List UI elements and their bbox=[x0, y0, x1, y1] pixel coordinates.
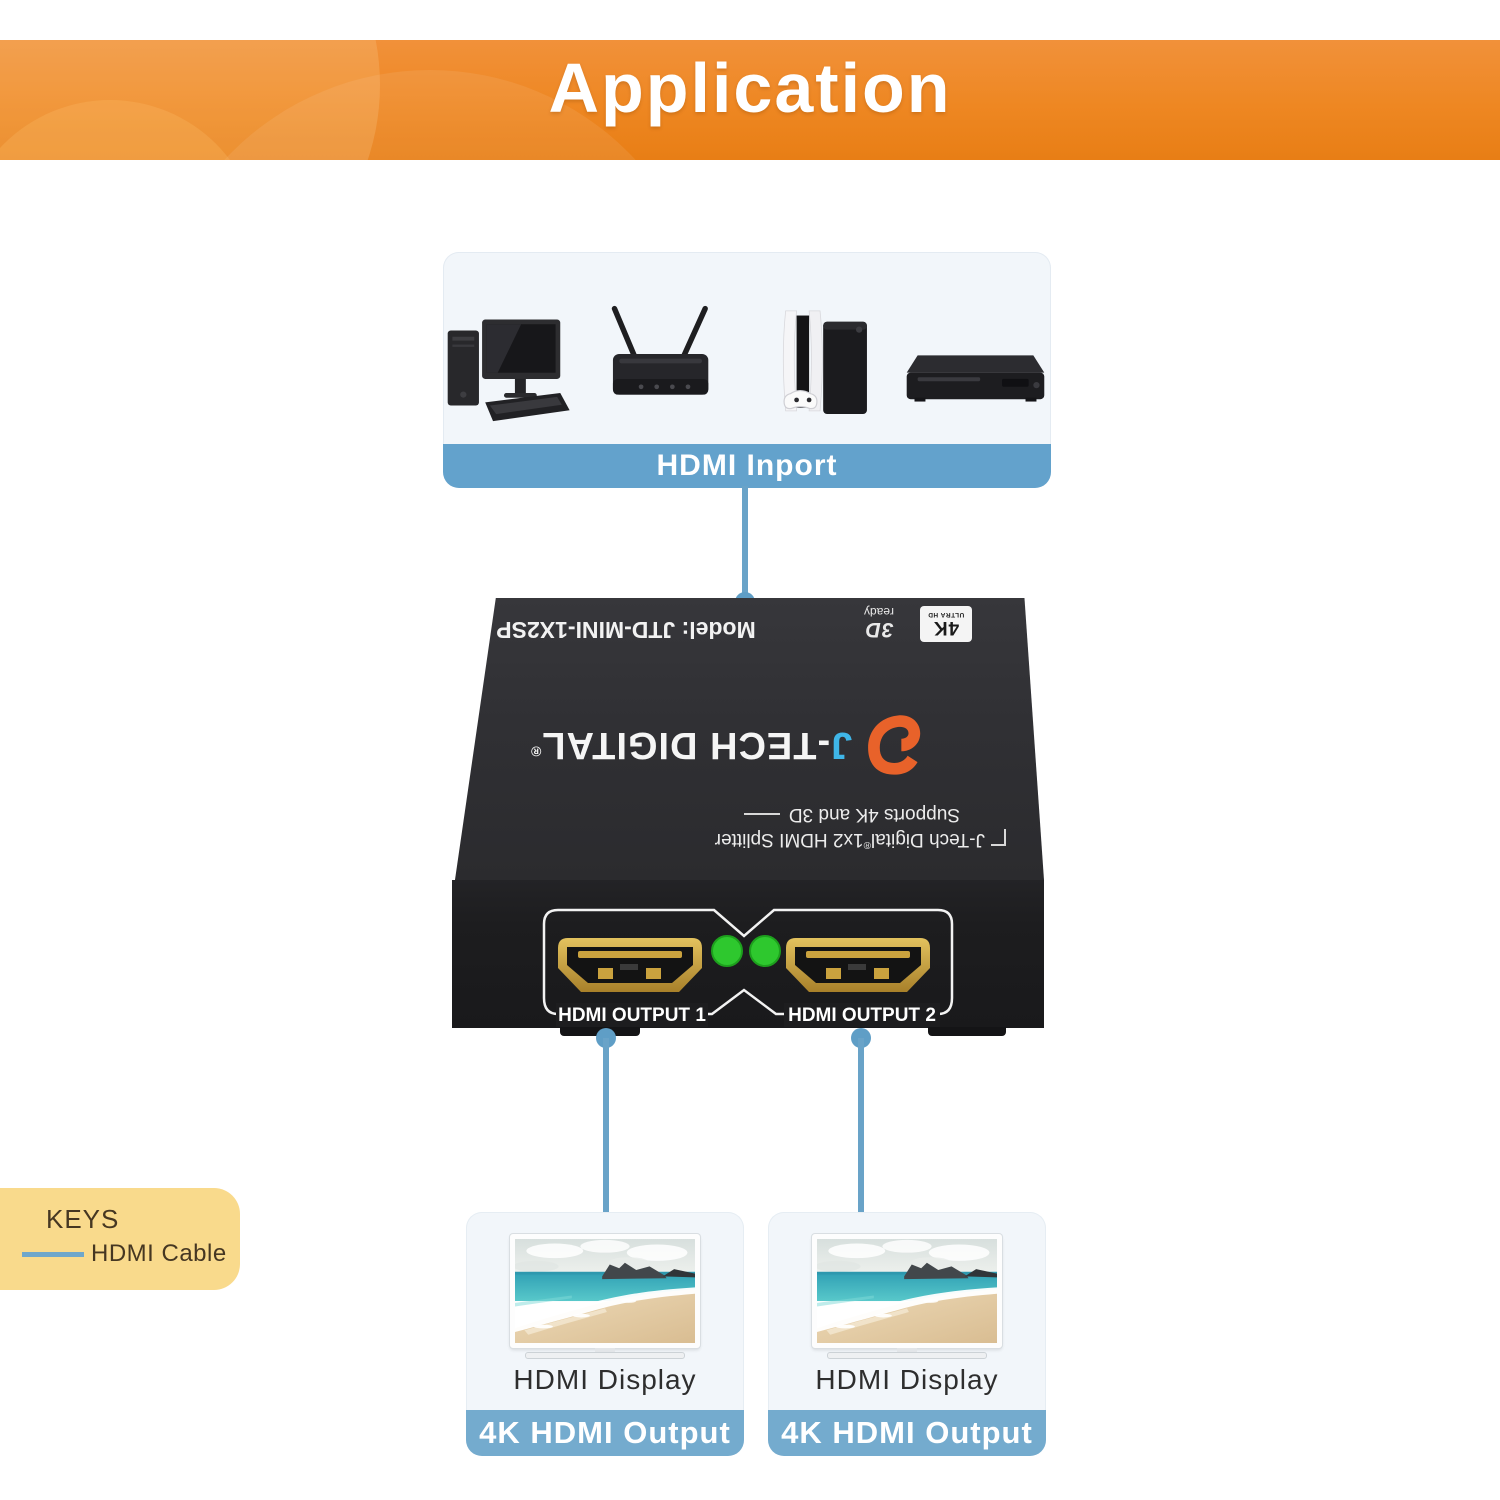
tv-stand-base bbox=[827, 1352, 987, 1359]
output-banner-2: 4K HDMI Output bbox=[768, 1410, 1046, 1456]
legend-item-label: HDMI Cable bbox=[91, 1240, 227, 1267]
bracket-decoration bbox=[991, 829, 1006, 846]
front-panel-outline bbox=[542, 908, 954, 1016]
badge-4k-ultra-hd: 4K ULTRA HD bbox=[920, 606, 972, 642]
tv-screen bbox=[812, 1234, 1002, 1348]
description-product: 1x2 HDMI Splitter bbox=[714, 829, 864, 850]
hdmi-output1-port bbox=[558, 938, 702, 992]
desktop-computer-icon bbox=[447, 319, 570, 422]
legend-title: KEYS bbox=[46, 1204, 120, 1234]
output-banner-1: 4K HDMI Output bbox=[466, 1410, 744, 1456]
tv-display bbox=[768, 1234, 1046, 1359]
dvd-player-icon bbox=[907, 355, 1045, 402]
legend-item-hdmi-cable: HDMI Cable bbox=[22, 1240, 227, 1268]
display-caption: HDMI Display bbox=[513, 1364, 697, 1395]
brand-rest: -TECH DIGITAL bbox=[541, 724, 831, 767]
badge-ready-text: ready bbox=[863, 605, 895, 619]
source-device-row bbox=[443, 258, 1051, 444]
splitter-device-front: HDMI OUTPUT 1 HDMI OUTPUT 2 bbox=[452, 880, 1044, 1028]
dash-decoration bbox=[743, 813, 780, 815]
model-number-label: Model: JTD-MINI-1X2SP bbox=[496, 617, 756, 644]
tv-stand-neck bbox=[897, 1348, 917, 1352]
description-line2: Supports 4K and 3D bbox=[640, 803, 960, 825]
hdmi-output2-label: HDMI OUTPUT 2 bbox=[788, 1005, 936, 1026]
hdmi-output1-label: HDMI OUTPUT 1 bbox=[558, 1005, 706, 1026]
product-description: J-Tech Digital® 1x2 HDMI Splitter Suppor… bbox=[640, 796, 1006, 850]
hdmi-cable-swatch bbox=[22, 1251, 84, 1257]
badge-3d-text: 3D bbox=[864, 618, 894, 641]
hdmi-source-panel: HDMI Inport bbox=[443, 252, 1051, 488]
tv-display bbox=[466, 1234, 744, 1359]
jtech-swirl-icon bbox=[868, 715, 921, 775]
hdmi-cable-input bbox=[742, 486, 748, 602]
description-supports: Supports 4K and 3D bbox=[788, 804, 960, 825]
led-indicator-1 bbox=[711, 935, 743, 967]
game-console-icon bbox=[783, 310, 868, 415]
tv-stand-base bbox=[525, 1352, 685, 1359]
brand-wordmark: J-TECH DIGITAL® bbox=[530, 724, 852, 767]
header-banner: Application bbox=[0, 40, 1500, 160]
wifi-router-icon bbox=[611, 305, 709, 395]
splitter-device-top: Model: JTD-MINI-1X2SP 3D ready 4K ULTRA … bbox=[454, 598, 1044, 880]
badge-3d-ready: 3D ready bbox=[844, 604, 914, 642]
brand-j: J bbox=[830, 724, 853, 767]
tv-screen bbox=[510, 1234, 700, 1348]
description-brand: J-Tech Digital bbox=[870, 829, 985, 850]
description-reg: ® bbox=[863, 839, 871, 850]
hdmi-display-card-1: HDMI Display 4K HDMI Output bbox=[466, 1212, 744, 1456]
legend-box: KEYS HDMI Cable bbox=[0, 1188, 240, 1290]
hdmi-output2-port bbox=[786, 938, 930, 992]
page-title: Application bbox=[548, 49, 952, 127]
hdmi-input-banner: HDMI Inport bbox=[443, 444, 1051, 488]
badge-4k-text: 4K bbox=[932, 617, 960, 639]
tv-stand-neck bbox=[595, 1348, 615, 1352]
brand-logo: J-TECH DIGITAL® bbox=[530, 702, 922, 788]
device-foot bbox=[928, 1027, 1006, 1036]
hdmi-display-card-2: HDMI Display 4K HDMI Output bbox=[768, 1212, 1046, 1456]
display-caption: HDMI Display bbox=[815, 1364, 999, 1395]
badge-ultra-hd-text: ULTRA HD bbox=[927, 611, 965, 619]
brand-registered-mark: ® bbox=[530, 744, 542, 761]
hdmi-cable-output1 bbox=[603, 1038, 609, 1214]
hdmi-cable-output2 bbox=[858, 1038, 864, 1214]
banner-circle-decoration bbox=[0, 40, 380, 160]
description-line1: J-Tech Digital® 1x2 HDMI Splitter bbox=[640, 828, 1006, 850]
led-indicator-2 bbox=[749, 935, 781, 967]
